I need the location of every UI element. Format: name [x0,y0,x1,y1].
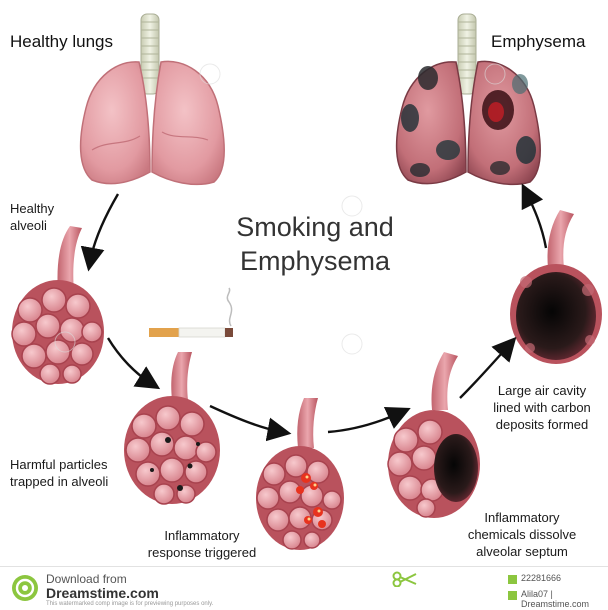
diagram-title: Smoking and Emphysema [215,210,415,278]
label-line: Large air cavity [497,383,587,398]
dissolving-alveoli-illustration [387,352,480,518]
watermark-swirls [54,63,506,355]
label-line: Healthy [10,201,55,216]
inflammatory-chemicals-label: Inflammatory chemicals dissolve alveolar… [452,509,592,560]
stock-footer: Download from Dreamstime.com This waterm… [0,566,608,610]
image-id: 22281666 [521,573,562,583]
arrow-cavity-to-emphysema [521,183,548,249]
arrow-dissolving-to-cavity [459,336,517,399]
healthy-lungs-illustration [79,13,225,186]
author-icon [508,591,517,600]
title-line-1: Smoking and [236,212,394,242]
healthy-lungs-heading: Healthy lungs [10,32,114,51]
label-line: Inflammatory [164,528,240,543]
title-line-2: Emphysema [239,246,391,276]
label-line: alveoli [10,218,47,233]
cycle-arrows [80,183,548,442]
dreamstime-logo-icon [12,575,38,601]
cavity-alveoli-illustration [510,210,602,364]
label-line: Inflammatory [484,510,560,525]
arrow-particles-to-inflamed [209,404,292,442]
healthy-alveoli-illustration [11,226,104,385]
inflammatory-response-label: Inflammatory response triggered [140,527,264,561]
arrow-lungs-to-alveoli [80,193,120,272]
label-line: trapped in alveoli [10,474,109,489]
preview-notice: This watermarked comp image is for previ… [46,601,214,607]
author-credit: Alila07 | Dreamstime.com [521,589,590,609]
label-line: response triggered [147,545,257,560]
harmful-particles-label: Harmful particles trapped in alveoli [10,456,108,490]
emphysema-lungs-illustration [395,13,541,186]
label-line: chemicals dissolve [467,527,577,542]
label-line: alveolar septum [476,544,568,559]
particles-alveoli-illustration [124,352,220,505]
scissors-icon [392,571,417,587]
arrow-alveoli-to-particles [106,337,161,390]
diagram-artwork [11,13,602,550]
healthy-alveoli-label: Healthy alveoli [10,200,54,234]
dreamstime-link[interactable]: Dreamstime.com [46,585,159,601]
inflamed-alveoli-illustration [256,398,344,550]
download-from-text: Download from [46,572,127,586]
image-id-icon [508,575,517,584]
arrow-inflamed-to-dissolving [327,407,411,434]
label-line: lined with carbon [493,400,591,415]
label-line: Harmful particles [10,457,108,472]
label-line: deposits formed [495,417,589,432]
air-cavity-label: Large air cavity lined with carbon depos… [480,382,604,433]
emphysema-heading: Emphysema [491,32,586,51]
cigarette-illustration [149,287,233,338]
